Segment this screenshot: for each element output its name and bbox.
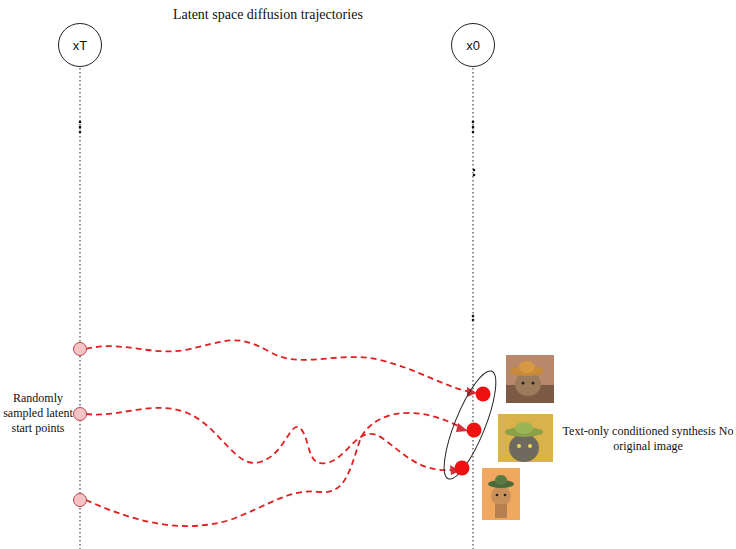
node-label: x0 — [466, 38, 480, 53]
thumbnail-2 — [498, 414, 553, 462]
thumbnail-3 — [482, 468, 520, 520]
time-axes — [80, 68, 473, 549]
timestep-circle: x0 — [451, 23, 495, 67]
node-label: xT — [73, 38, 87, 53]
output-cluster — [434, 366, 505, 485]
trajectories — [86, 340, 470, 526]
thumbnail-1 — [506, 355, 554, 403]
ellipsis-dots — [79, 121, 476, 322]
start-points — [74, 343, 87, 507]
timestep-circle: xT — [58, 23, 102, 67]
output-points — [455, 387, 491, 476]
diagram-title: Latent space diffusion trajectories — [173, 7, 363, 23]
annotation: Randomly sampled latent start points — [2, 391, 74, 436]
annotation: Text-only conditioned synthesis No origi… — [562, 424, 734, 454]
